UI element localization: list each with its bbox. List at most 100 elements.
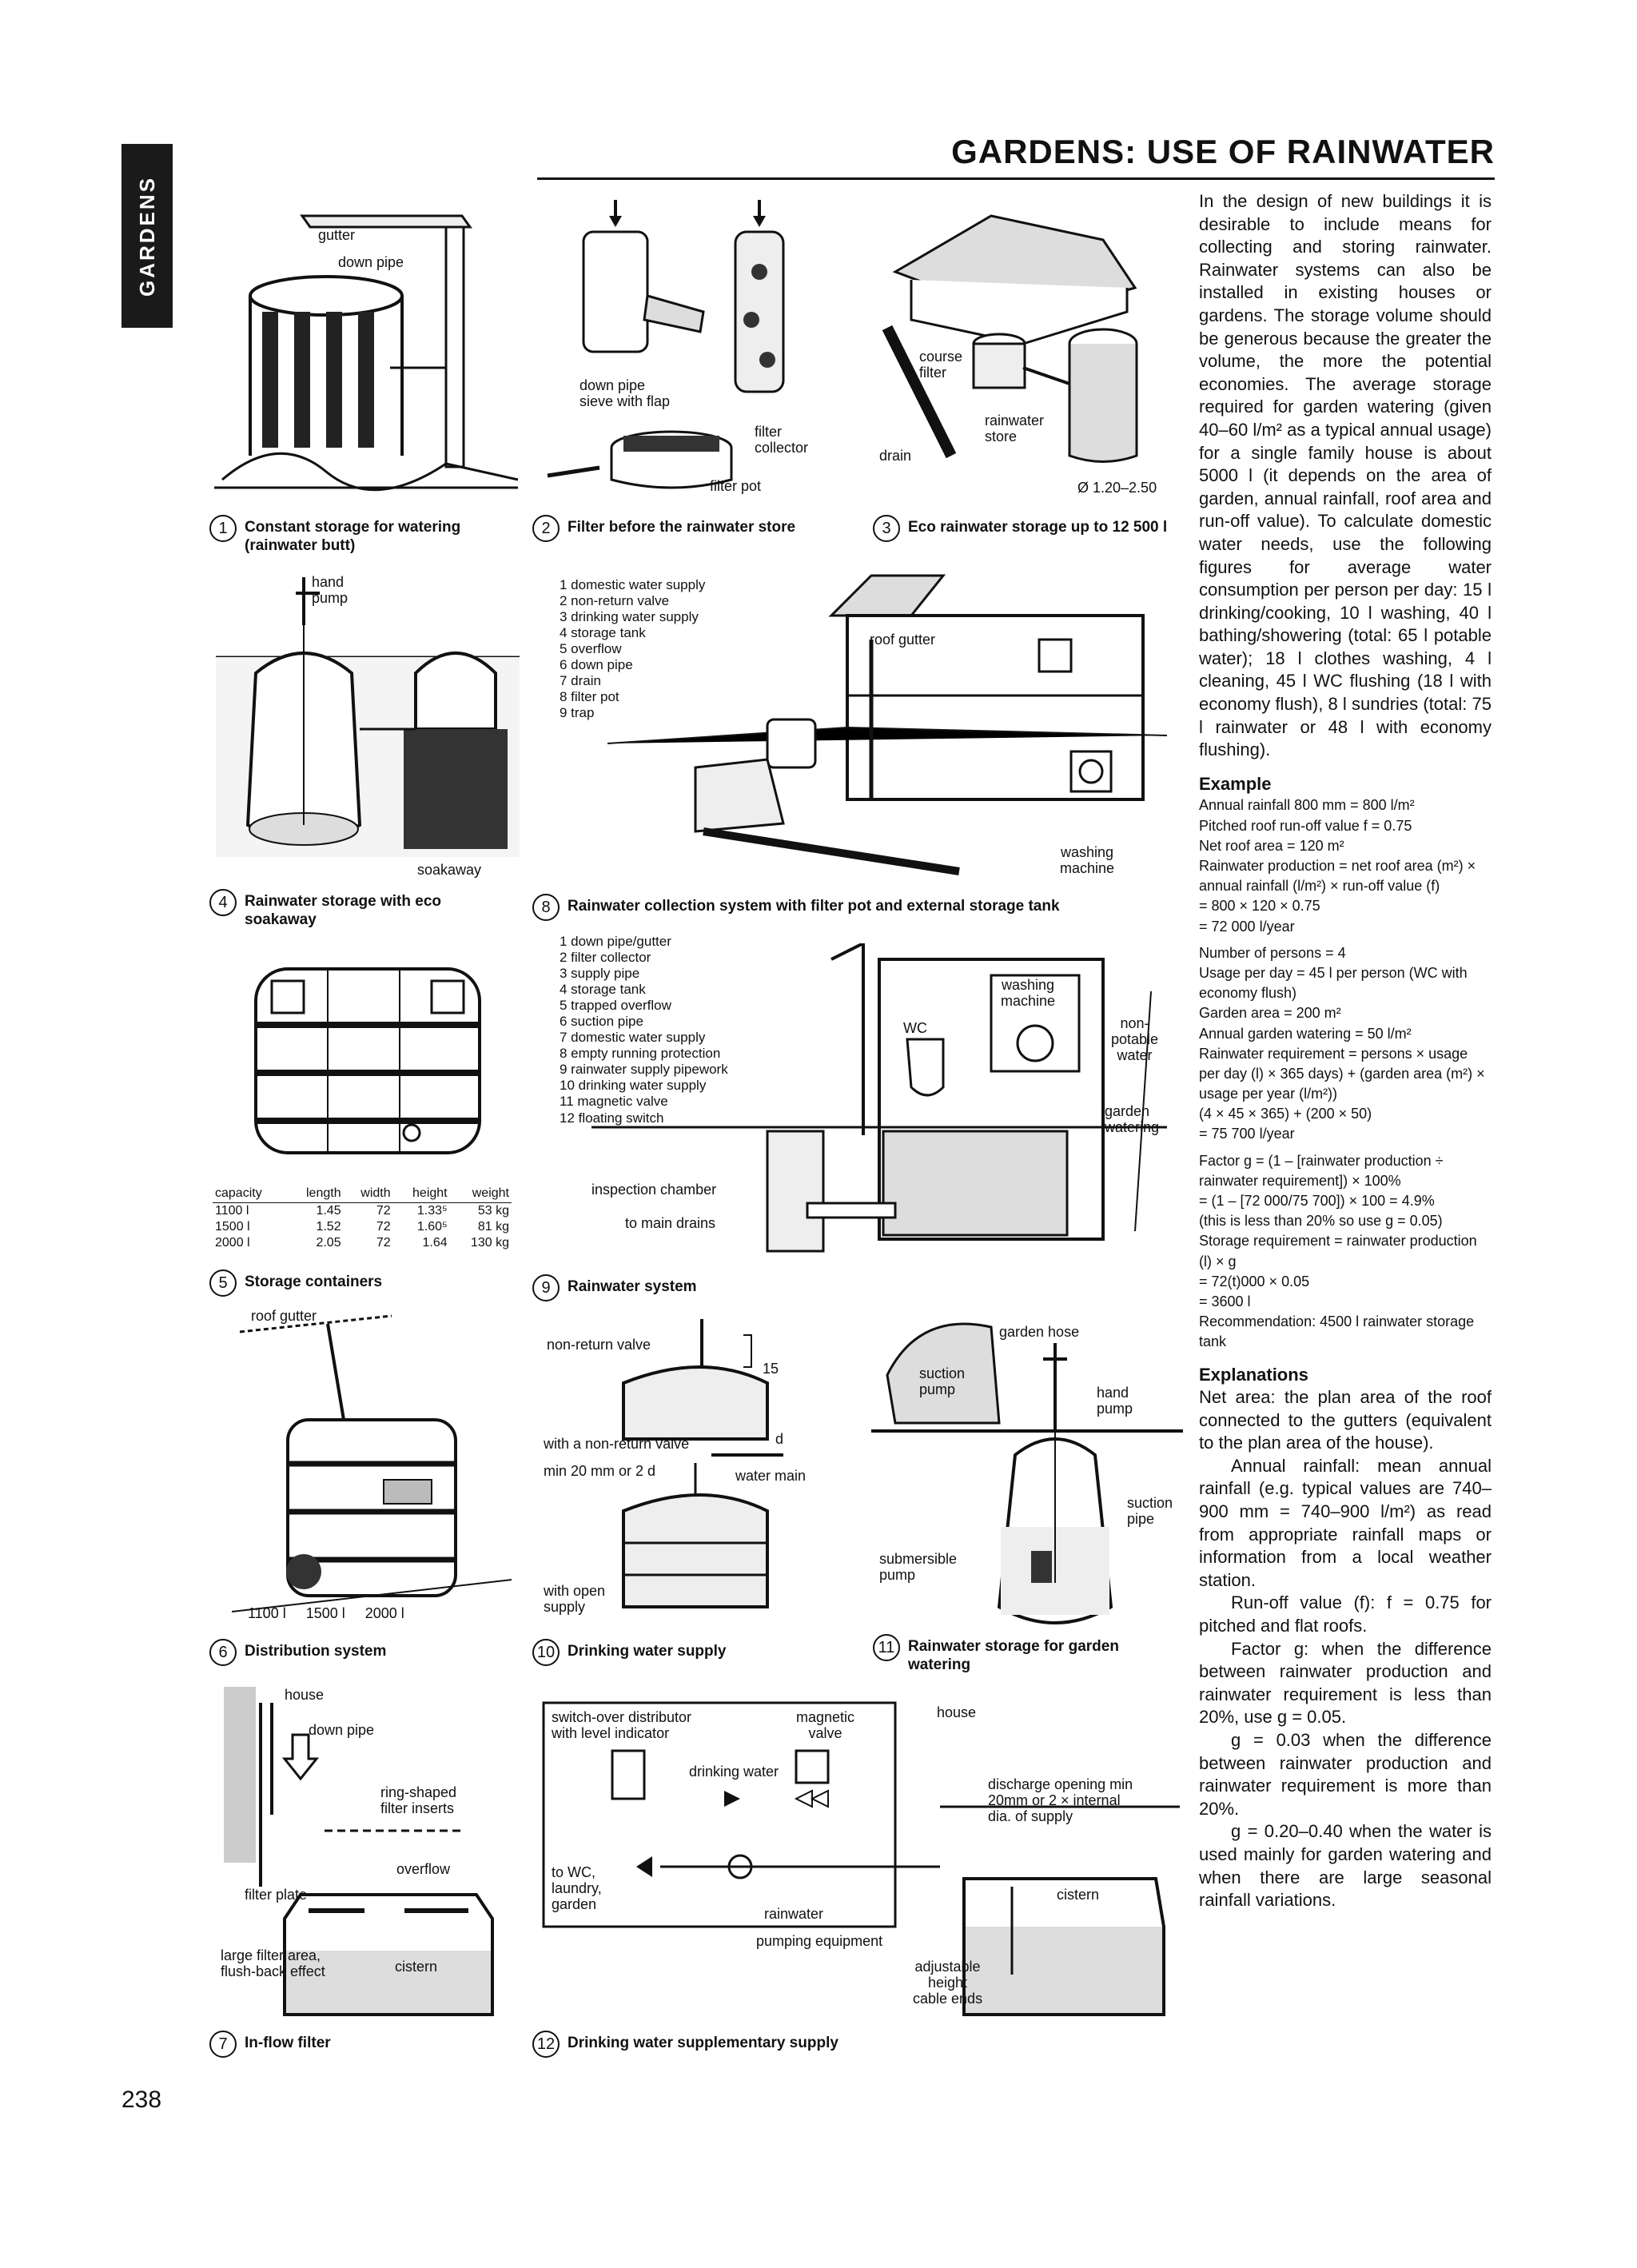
label-house: house <box>285 1687 325 1703</box>
caption-figure-5: 5 Storage containers <box>209 1270 513 1297</box>
figure-10-drawing: non-return valve 15 with a non-return va… <box>544 1319 855 1639</box>
label-down-pipe: down pipe <box>338 254 404 270</box>
label-with-valve: with a non-return valve <box>544 1436 690 1452</box>
label-overflow: overflow <box>396 1861 451 1877</box>
explanations-heading: Explanations <box>1199 1364 1308 1385</box>
label-hand-pump: hand pump <box>1097 1385 1133 1417</box>
label-discharge: discharge opening min 20mm or 2 × intern… <box>988 1776 1133 1825</box>
caption-text: Constant storage for watering (rainwater… <box>245 519 461 554</box>
label-washing-machine: washing machine <box>1060 844 1115 877</box>
figure-6-drawing: roof gutter 1100 l 1500 l 2000 l <box>232 1308 512 1628</box>
collection-system-drawing <box>607 574 1168 875</box>
caption-text: Eco rainwater storage up to 12 500 l <box>908 519 1168 536</box>
label-inspection-chamber: inspection chamber <box>591 1182 717 1198</box>
caption-text: Storage containers <box>245 1274 383 1290</box>
label-pumping-equipment: pumping equipment <box>756 1933 883 1949</box>
label-non-potable: non- potable water <box>1111 1015 1159 1064</box>
figure-number: 11 <box>873 1634 900 1661</box>
label-large-filter: large filter area, flush-back effect <box>221 1947 325 1980</box>
caption-figure-8: 8 Rainwater collection system with filte… <box>532 894 1180 921</box>
label-water-main: water main <box>735 1468 807 1484</box>
caption-text: Distribution system <box>245 1643 387 1660</box>
garden-storage-drawing <box>871 1322 1183 1624</box>
eco-storage-drawing <box>882 214 1138 463</box>
label-rainwater-store: rainwater store <box>985 413 1045 445</box>
label-hand-pump: hand pump <box>312 574 349 607</box>
label-roof-gutter: roof gutter <box>251 1308 317 1324</box>
figure-5-drawing <box>240 953 496 1169</box>
caption-figure-10: 10 Drinking water supply <box>532 1639 836 1666</box>
label-sieve: down pipe sieve with flap <box>580 377 671 410</box>
label-15: 15 <box>763 1361 779 1377</box>
label-roof-gutter: roof gutter <box>870 632 936 648</box>
label-main-drains: to main drains <box>625 1215 716 1231</box>
figure-number: 3 <box>873 515 900 542</box>
label-filter-collector: filter collector <box>755 424 809 456</box>
figure-number: 10 <box>532 1639 560 1666</box>
label-down-pipe: down pipe <box>309 1722 375 1738</box>
caption-text: Rainwater collection system with filter … <box>568 898 1060 915</box>
caption-figure-6: 6 Distribution system <box>209 1639 513 1666</box>
figure-number: 12 <box>532 2031 560 2058</box>
label-suction-pipe: suction pipe <box>1127 1495 1173 1528</box>
body-text-column: In the design of new buildings it is des… <box>1199 191 1492 1911</box>
figure-number: 4 <box>209 889 237 916</box>
label-cable-ends: adjustable height cable ends <box>913 1959 983 2007</box>
label-filter-plate: filter plate <box>245 1887 308 1903</box>
example-heading: Example <box>1199 773 1272 794</box>
caption-figure-12: 12 Drinking water supplementary supply <box>532 2031 1012 2058</box>
rain-butt-drawing <box>214 214 519 492</box>
label-washing-machine: washing machine <box>1001 977 1056 1010</box>
label-soakaway: soakaway <box>417 862 482 878</box>
label-house: house <box>937 1704 977 1720</box>
figure-number: 6 <box>209 1639 237 1666</box>
figure-number: 7 <box>209 2031 237 2058</box>
caption-text: Rainwater storage for garden watering <box>908 1638 1119 1673</box>
caption-figure-9: 9 Rainwater system <box>532 1274 932 1301</box>
caption-figure-4: 4 Rainwater storage with eco soakaway <box>209 889 513 930</box>
title-rule <box>537 177 1495 180</box>
figure-number: 9 <box>532 1274 560 1301</box>
section-tab: GARDENS <box>121 144 173 328</box>
label-garden-hose: garden hose <box>999 1324 1080 1340</box>
label-min-gap: min 20 mm or 2 d <box>544 1463 656 1479</box>
caption-text: Rainwater storage with eco soakaway <box>245 893 442 928</box>
supplementary-supply-drawing <box>542 1701 1180 2016</box>
label-non-return-valve: non-return valve <box>547 1337 651 1353</box>
caption-text: In-flow filter <box>245 2035 331 2051</box>
label-cistern: cistern <box>395 1959 438 1975</box>
caption-figure-2: 2 Filter before the rainwater store <box>532 515 836 542</box>
caption-text: Drinking water supplementary supply <box>568 2035 838 2051</box>
caption-figure-11: 11 Rainwater storage for garden watering <box>873 1634 1185 1675</box>
label-switch-distributor: switch-over distributor with level indic… <box>552 1709 692 1742</box>
label-open-supply: with open supply <box>544 1583 606 1616</box>
figure-8-drawing: roof gutter washing machine <box>607 560 1180 887</box>
figure-11-drawing: garden hose suction pump hand pump sucti… <box>871 1311 1183 1639</box>
caption-figure-1: 1 Constant storage for watering (rainwat… <box>209 515 513 556</box>
figure-number: 1 <box>209 515 237 542</box>
label-ring-inserts: ring-shaped filter inserts <box>380 1784 457 1817</box>
figure-number: 8 <box>532 894 560 921</box>
label-drinking-water: drinking water <box>689 1764 779 1780</box>
figure-number: 2 <box>532 515 560 542</box>
label-d: d <box>775 1431 784 1447</box>
label-cistern: cistern <box>1057 1887 1100 1903</box>
figure-12-drawing: switch-over distributor with level indic… <box>540 1687 1180 2023</box>
label-wc: WC <box>903 1020 927 1036</box>
figure-3-drawing: course filter rainwater store drain Ø 1.… <box>863 192 1183 508</box>
intro-paragraph: In the design of new buildings it is des… <box>1199 191 1492 760</box>
figure-number: 5 <box>209 1270 237 1297</box>
filter-drawing <box>547 200 785 489</box>
caption-text: Filter before the rainwater store <box>568 519 796 536</box>
label-filter-pot: filter pot <box>710 478 762 494</box>
storage-containers-drawing <box>254 967 481 1154</box>
label-sizes: 1100 l 1500 l 2000 l <box>248 1605 404 1621</box>
distribution-drawing <box>232 1314 512 1612</box>
caption-text: Drinking water supply <box>568 1643 727 1660</box>
